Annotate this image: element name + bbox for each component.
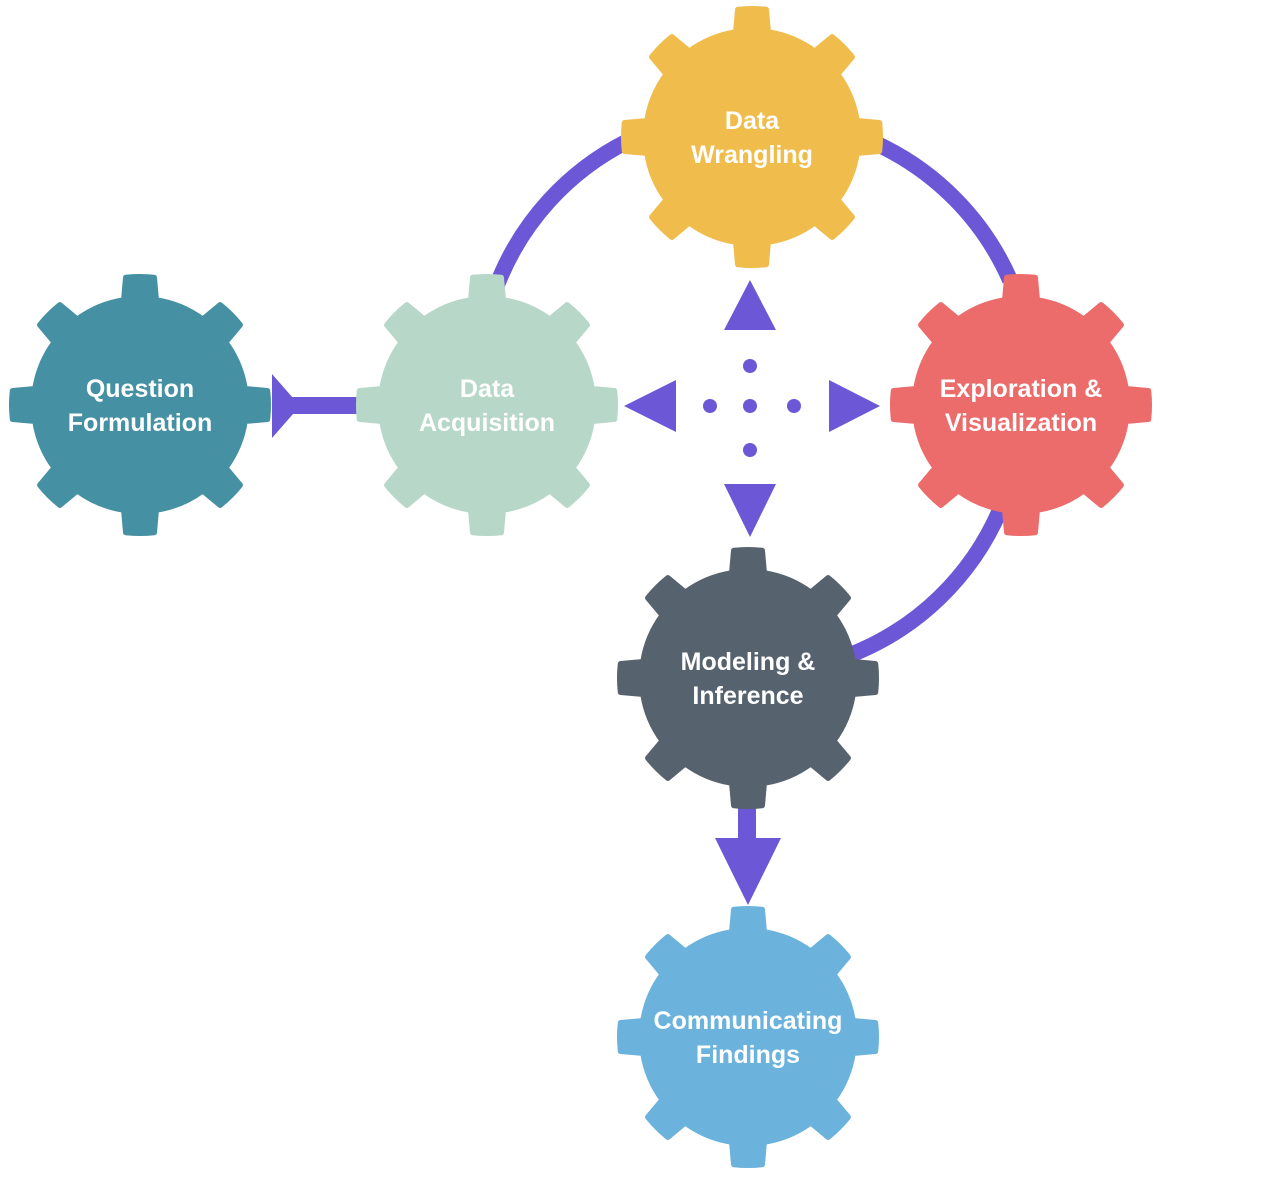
modeling-inference-gear-shape [617,547,879,809]
cycle-arc-acquisition-wrangling [489,133,632,288]
question-formulation-label-line-2: Formulation [68,409,212,437]
data-acquisition-label-line-2: Acquisition [419,409,555,437]
hub-dot-center [743,399,757,413]
data-wrangling-label-line-2: Wrangling [691,141,813,169]
modeling-inference-label-line-1: Modeling & [681,648,816,676]
hub-arrow-left [624,380,676,432]
hub-dot-top [743,359,757,373]
modeling-inference-label-line-2: Inference [692,682,803,710]
exploration-visualization-label-line-2: Visualization [945,409,1097,437]
hub-arrow-down [724,484,776,537]
communicating-findings-label-line-2: Findings [696,1041,800,1069]
question-formulation-gear-shape [9,274,271,536]
data-wrangling-label-line-1: Data [725,107,780,135]
hub-dot-right [787,399,801,413]
connector-question-acquisition [285,397,365,414]
connector-question-arrowhead [272,374,300,438]
connectors [272,133,1018,905]
gear-data-wrangling: Data Wrangling [621,6,883,268]
gear-modeling-inference: Modeling & Inference [617,547,879,809]
communicating-findings-gear-shape [617,906,879,1168]
cycle-arc-wrangling-exploration [871,135,1018,284]
question-formulation-label-line-1: Question [86,375,194,403]
exploration-visualization-gear-shape [890,274,1152,536]
gear-exploration-visualization: Exploration & Visualization [890,274,1152,536]
exploration-visualization-label-line-1: Exploration & [940,375,1103,403]
gear-question-formulation: Question Formulation [9,274,271,536]
data-wrangling-gear-shape [621,6,883,268]
hub-dot-bottom [743,443,757,457]
cycle-arc-exploration-modeling [847,506,1008,663]
hub-dot-left [703,399,717,413]
data-acquisition-gear-shape [356,274,618,536]
gear-data-acquisition: Data Acquisition [356,274,618,536]
gear-communicating-findings: Communicating Findings [617,906,879,1168]
connector-communicating-arrowhead [715,838,781,905]
hub-arrow-up [724,280,776,330]
hub-arrow-right [829,380,880,432]
communicating-findings-label-line-1: Communicating [654,1007,843,1035]
data-acquisition-label-line-1: Data [460,375,515,403]
